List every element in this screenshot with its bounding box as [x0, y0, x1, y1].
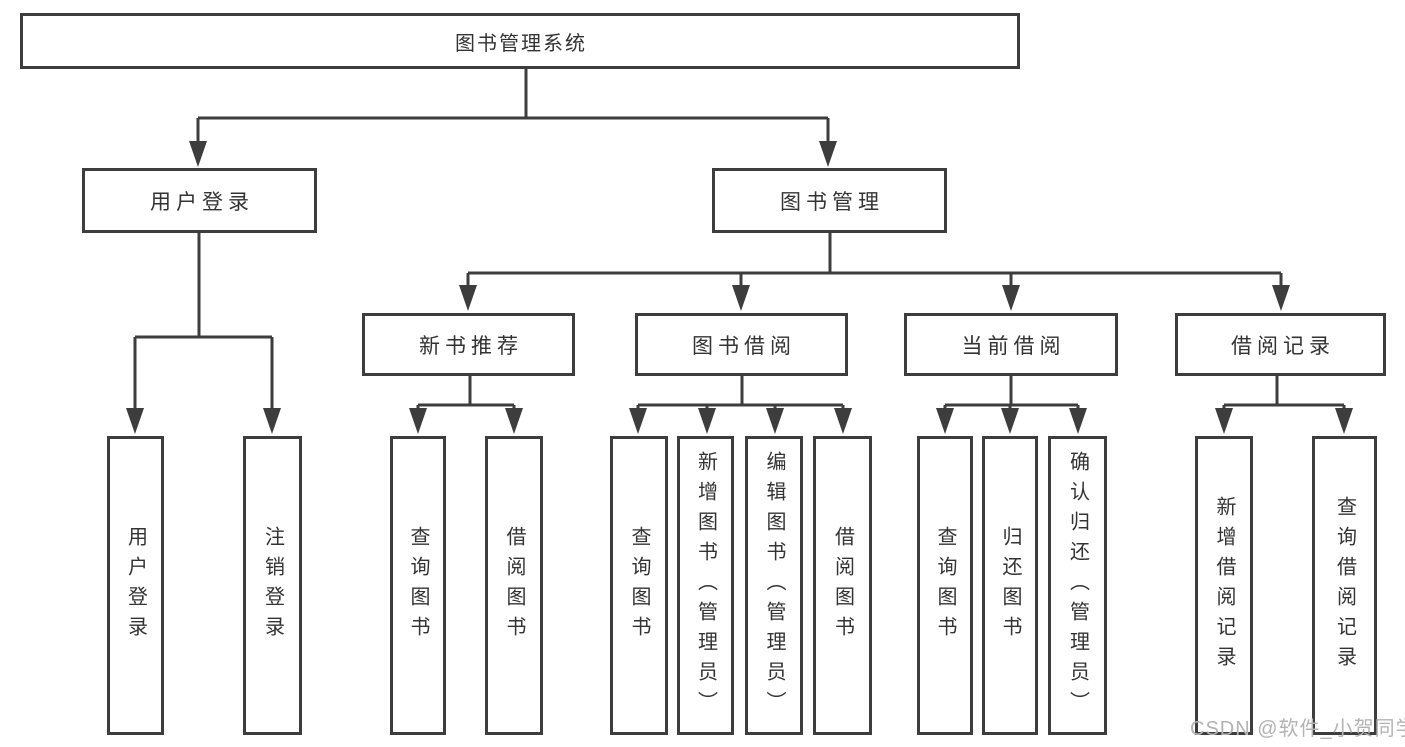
node-label: 归还图书 [999, 525, 1021, 646]
arrowhead [1335, 408, 1353, 434]
connector-book-borrow-to-children [629, 376, 852, 434]
node-borrow-records: 借阅记录 [1175, 313, 1386, 376]
leaf-edit-books-admin: 编辑图书（管理员） [745, 436, 803, 735]
arrowhead [263, 408, 281, 434]
leaf-add-books-admin: 新增图书（管理员） [677, 436, 734, 735]
connector-root-to-level2 [189, 69, 837, 167]
arrowhead [505, 408, 523, 434]
node-label: 借阅图书 [503, 525, 525, 646]
node-user-login: 用户登录 [82, 168, 317, 233]
leaf-query-books-current: 查询图书 [917, 436, 973, 735]
node-new-book-recommend: 新书推荐 [362, 313, 575, 376]
arrowhead [834, 408, 852, 434]
arrowhead [126, 408, 144, 434]
node-label: 图书管理系统 [455, 32, 587, 55]
connector-user-login-to-children [126, 233, 281, 434]
node-label: 图书管理 [780, 190, 884, 214]
node-label: 注销登录 [261, 525, 284, 646]
leaf-query-borrow-record: 查询借阅记录 [1312, 436, 1377, 735]
node-label: 编辑图书（管理员） [763, 450, 785, 721]
arrowhead [766, 408, 784, 434]
arrowhead [459, 285, 477, 311]
arrowhead [1002, 285, 1020, 311]
node-label: 查询图书 [407, 525, 429, 646]
arrowhead [1001, 408, 1019, 434]
leaf-logout: 注销登录 [243, 436, 302, 735]
arrowhead [1272, 285, 1290, 311]
node-label: 查询借阅记录 [1333, 495, 1356, 676]
arrowhead [189, 141, 207, 167]
node-label: 新书推荐 [419, 334, 523, 358]
node-label: 用户登录 [150, 190, 254, 214]
node-label: 确认归还（管理员） [1066, 450, 1089, 721]
node-library-management-system: 图书管理系统 [20, 13, 1020, 69]
node-label: 查询图书 [628, 525, 650, 646]
connector-current-borrow-to-children [936, 376, 1087, 434]
node-label: 新增图书（管理员） [694, 450, 717, 721]
arrowhead [1215, 408, 1233, 434]
arrowhead [732, 285, 750, 311]
csdn-watermark: CSDN @软件_小贺同学 [1190, 718, 1405, 740]
leaf-query-books-recommend: 查询图书 [390, 436, 446, 735]
leaf-borrow-books: 借阅图书 [813, 436, 872, 735]
node-label: 新增借阅记录 [1213, 495, 1235, 676]
node-book-borrow: 图书借阅 [635, 313, 848, 376]
connector-borrow-records-to-children [1215, 376, 1353, 434]
arrowhead [1069, 408, 1087, 434]
node-label: 借阅图书 [831, 525, 854, 646]
arrowhead [409, 408, 427, 434]
leaf-confirm-return-admin: 确认归还（管理员） [1048, 436, 1107, 735]
arrowhead [936, 408, 954, 434]
connector-book-mgmt-to-level3 [459, 233, 1290, 311]
leaf-return-books: 归还图书 [982, 436, 1038, 735]
leaf-borrow-books-recommend: 借阅图书 [485, 436, 543, 735]
arrowhead [629, 408, 647, 434]
node-label: 用户登录 [124, 525, 147, 646]
node-label: 图书借阅 [692, 334, 796, 358]
arrowhead [819, 141, 837, 167]
node-current-borrow: 当前借阅 [904, 313, 1118, 376]
leaf-query-books-borrow: 查询图书 [610, 436, 668, 735]
leaf-user-login: 用户登录 [107, 436, 164, 735]
arrowhead [698, 408, 716, 434]
node-label: 查询图书 [934, 525, 956, 646]
connector-new-book-to-children [409, 376, 523, 434]
node-label: 当前借阅 [961, 334, 1066, 358]
leaf-add-borrow-record: 新增借阅记录 [1195, 436, 1253, 735]
node-book-management: 图书管理 [712, 168, 947, 233]
node-label: 借阅记录 [1231, 334, 1335, 358]
